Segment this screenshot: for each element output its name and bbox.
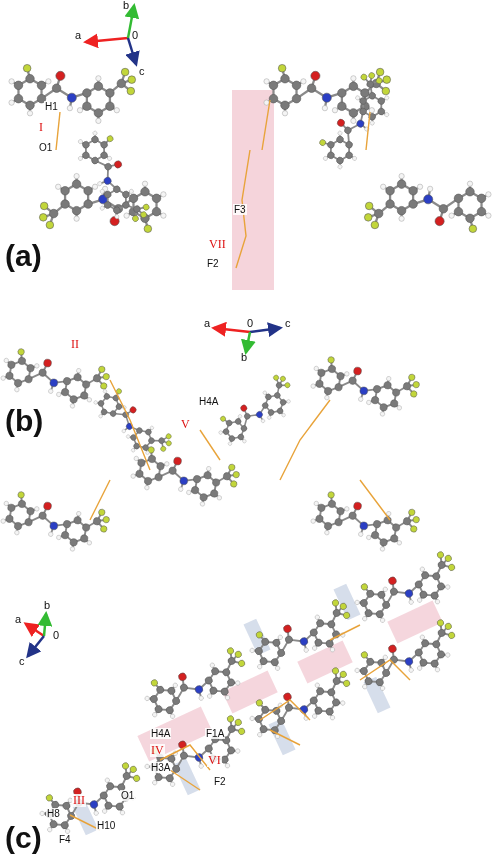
atom-label: O1 [38,142,53,153]
molecule [308,489,422,557]
panel-label: (b) [4,405,44,437]
molecule [308,354,422,422]
molecule [128,444,242,512]
highlight-band [232,90,274,290]
molecule [39,173,166,232]
molecule [349,545,467,635]
molecule [244,593,362,683]
atom-label: H8 [46,808,61,819]
molecule [212,369,304,456]
axis-label: 0 [131,30,139,41]
axis-label: a [14,614,22,625]
atom-label: H4A [198,396,219,407]
interaction-number: I [38,121,44,134]
highlight-band [71,584,442,836]
interaction-number: II [70,338,80,351]
interaction-number: V [180,418,191,431]
axis-label: a [203,318,211,329]
molecule [244,661,362,751]
axis-label: c [284,318,292,329]
atom-label: H4A [150,728,171,739]
atom-label: H10 [96,820,116,831]
molecule [34,756,152,846]
molecule [9,64,136,123]
axis-label: b [43,600,51,611]
panel-label: (c) [4,822,43,854]
molecule [139,709,257,799]
atom-label: F2 [206,258,220,269]
atom-label: F3 [233,204,247,215]
atom-label: H3A [150,762,171,773]
axis-label: b [240,352,248,363]
atom-label: O1 [120,790,135,801]
molecule [139,641,257,731]
axis-label: b [122,0,130,11]
interaction-number: IV [150,744,165,757]
interaction-number: VI [207,754,222,767]
axis-label: a [74,30,82,41]
contact-line [56,100,410,830]
axis-label: 0 [246,318,254,329]
atom-label: H1 [44,101,59,112]
panel-label: (a) [4,240,43,272]
interaction-number: VII [208,238,227,251]
molecule [0,346,112,414]
axis-label: 0 [52,630,60,641]
axis-label: c [138,66,146,77]
axis-triad [26,6,280,656]
atom-label: F4 [58,834,72,845]
molecule [0,489,112,557]
atom-label: F2 [213,776,227,787]
molecule [264,64,391,123]
molecule [364,173,491,232]
interaction-number: III [72,794,86,807]
axis-label: c [18,656,26,667]
molecule [349,613,467,703]
molecule [65,125,155,235]
atom-label: F1A [205,728,225,739]
molecule [313,67,403,177]
